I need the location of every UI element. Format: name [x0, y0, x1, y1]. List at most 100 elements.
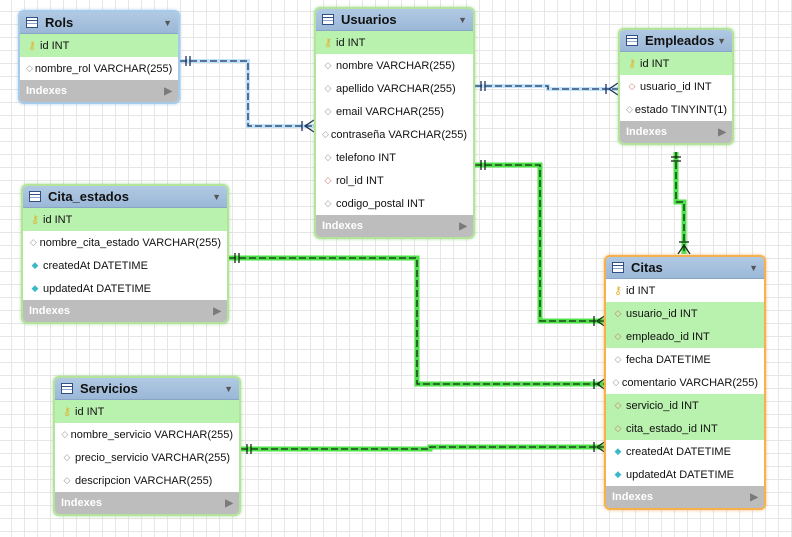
- column-row[interactable]: ⚷id INT: [620, 52, 732, 75]
- column-row[interactable]: ◇rol_id INT: [316, 169, 473, 192]
- column-row[interactable]: ◇descripcion VARCHAR(255): [55, 469, 239, 492]
- collapse-arrow-icon[interactable]: ▼: [224, 383, 233, 394]
- column-row[interactable]: ◇estado TINYINT(1): [620, 98, 732, 121]
- table-icon: [26, 17, 38, 28]
- link-rols-usuarios[interactable]: [180, 56, 315, 133]
- column-diamond-icon: ◇: [324, 152, 332, 162]
- collapse-arrow-icon[interactable]: ▼: [458, 14, 467, 25]
- column-row[interactable]: ◇contraseña VARCHAR(255): [316, 123, 473, 146]
- column-row[interactable]: ◇servicio_id INT: [606, 394, 764, 417]
- column-row[interactable]: ◇comentario VARCHAR(255): [606, 371, 764, 394]
- table-empleados[interactable]: Empleados ▼ ⚷id INT ◇usuario_id INT ◇est…: [618, 28, 734, 145]
- column-row[interactable]: ◇fecha DATETIME: [606, 348, 764, 371]
- column-filled-diamond-icon: ◆: [614, 469, 622, 479]
- column-label: estado TINYINT(1): [634, 103, 728, 116]
- table-title: Cita_estados: [48, 189, 129, 204]
- expand-arrow-icon[interactable]: ▶: [213, 305, 221, 317]
- column-label: cita_estado_id INT: [626, 422, 718, 435]
- column-label: comentario VARCHAR(255): [621, 376, 758, 389]
- table-title: Usuarios: [341, 12, 397, 27]
- collapse-arrow-icon[interactable]: ▼: [717, 35, 726, 46]
- column-label: nombre_rol VARCHAR(255): [34, 62, 173, 75]
- table-header[interactable]: Rols ▼: [20, 12, 178, 34]
- column-row[interactable]: ⚷id INT: [606, 279, 764, 302]
- indexes-bar[interactable]: Indexes ▶: [23, 300, 227, 322]
- column-label: usuario_id INT: [640, 80, 712, 93]
- foreign-key-diamond-icon: ◇: [628, 81, 636, 91]
- column-label: id INT: [626, 284, 656, 297]
- indexes-bar[interactable]: Indexes ▶: [20, 80, 178, 102]
- column-row[interactable]: ◇nombre VARCHAR(255): [316, 54, 473, 77]
- column-row[interactable]: ◇nombre_servicio VARCHAR(255): [55, 423, 239, 446]
- table-icon: [626, 35, 638, 46]
- column-label: email VARCHAR(255): [336, 105, 444, 118]
- table-rols[interactable]: Rols ▼ ⚷id INT ◇nombre_rol VARCHAR(255) …: [18, 10, 180, 104]
- expand-arrow-icon[interactable]: ▶: [750, 491, 758, 503]
- indexes-bar[interactable]: Indexes▶: [606, 486, 764, 508]
- link-usuarios-citas[interactable]: [475, 160, 607, 328]
- collapse-arrow-icon[interactable]: ▼: [749, 262, 758, 273]
- table-citas[interactable]: Citas ▼ ⚷id INT ◇usuario_id INT ◇emplead…: [604, 255, 766, 510]
- column-row[interactable]: ◆updatedAt DATETIME: [606, 463, 764, 486]
- column-row[interactable]: ⚷id INT: [20, 34, 178, 57]
- table-header[interactable]: Empleados ▼: [620, 30, 732, 52]
- indexes-label: Indexes: [26, 85, 67, 97]
- expand-arrow-icon[interactable]: ▶: [164, 85, 172, 97]
- table-header[interactable]: Servicios ▼: [55, 378, 239, 400]
- table-cita-estados[interactable]: Cita_estados ▼ ⚷id INT ◇nombre_cita_esta…: [21, 184, 229, 324]
- expand-arrow-icon[interactable]: ▶: [225, 497, 233, 509]
- column-row[interactable]: ◇empleado_id INT: [606, 325, 764, 348]
- expand-arrow-icon[interactable]: ▶: [718, 126, 726, 138]
- table-usuarios[interactable]: Usuarios ▼ ⚷id INT ◇nombre VARCHAR(255) …: [314, 7, 475, 239]
- table-servicios[interactable]: Servicios ▼ ⚷id INT ◇nombre_servicio VAR…: [53, 376, 241, 516]
- column-label: telefono INT: [336, 151, 396, 164]
- column-diamond-icon: ◇: [612, 377, 620, 387]
- column-row[interactable]: ◇codigo_postal INT: [316, 192, 473, 215]
- indexes-bar[interactable]: Indexes▶: [620, 121, 732, 143]
- column-row[interactable]: ⚷id INT: [316, 31, 473, 54]
- column-diamond-icon: ◇: [322, 129, 329, 139]
- primary-key-icon: ⚷: [613, 285, 623, 297]
- link-cita-estados-citas[interactable]: [229, 253, 607, 391]
- column-row[interactable]: ◆updatedAt DATETIME: [23, 277, 227, 300]
- column-row[interactable]: ◇apellido VARCHAR(255): [316, 77, 473, 100]
- column-row[interactable]: ◆createdAt DATETIME: [23, 254, 227, 277]
- collapse-arrow-icon[interactable]: ▼: [163, 17, 172, 28]
- link-empleados-citas[interactable]: [671, 152, 691, 255]
- column-label: contraseña VARCHAR(255): [330, 128, 468, 141]
- column-label: descripcion VARCHAR(255): [75, 474, 213, 487]
- column-row[interactable]: ◇ usuario_id INT: [620, 75, 732, 98]
- table-header[interactable]: Cita_estados ▼: [23, 186, 227, 208]
- primary-key-icon: ⚷: [323, 37, 333, 49]
- table-header[interactable]: Usuarios ▼: [316, 9, 473, 31]
- indexes-label: Indexes: [29, 305, 70, 317]
- collapse-arrow-icon[interactable]: ▼: [212, 191, 221, 202]
- table-icon: [612, 262, 624, 273]
- column-row[interactable]: ◇usuario_id INT: [606, 302, 764, 325]
- link-servicios-citas[interactable]: [241, 440, 607, 454]
- table-header[interactable]: Citas ▼: [606, 257, 764, 279]
- foreign-key-diamond-icon: ◇: [324, 175, 332, 185]
- column-label: id INT: [43, 213, 73, 226]
- expand-arrow-icon[interactable]: ▶: [459, 220, 467, 232]
- column-label: empleado_id INT: [626, 330, 710, 343]
- table-icon: [61, 383, 73, 394]
- column-filled-diamond-icon: ◆: [31, 260, 39, 270]
- column-row[interactable]: ◇ telefono INT: [316, 146, 473, 169]
- indexes-bar[interactable]: Indexes▶: [316, 215, 473, 237]
- column-diamond-icon: ◇: [324, 83, 332, 93]
- column-row[interactable]: ⚷id INT: [55, 400, 239, 423]
- column-row[interactable]: ◇cita_estado_id INT: [606, 417, 764, 440]
- column-label: codigo_postal INT: [336, 197, 425, 210]
- column-row[interactable]: ◇nombre_rol VARCHAR(255): [20, 57, 178, 80]
- table-title: Servicios: [80, 381, 138, 396]
- column-row[interactable]: ◇ email VARCHAR(255): [316, 100, 473, 123]
- column-row[interactable]: ◇nombre_cita_estado VARCHAR(255): [23, 231, 227, 254]
- column-diamond-icon: ◇: [324, 106, 332, 116]
- column-row[interactable]: ⚷id INT: [23, 208, 227, 231]
- column-diamond-icon: ◇: [626, 104, 633, 114]
- link-usuarios-empleados[interactable]: [475, 81, 619, 96]
- column-row[interactable]: ◆createdAt DATETIME: [606, 440, 764, 463]
- column-row[interactable]: ◇precio_servicio VARCHAR(255): [55, 446, 239, 469]
- indexes-bar[interactable]: Indexes▶: [55, 492, 239, 514]
